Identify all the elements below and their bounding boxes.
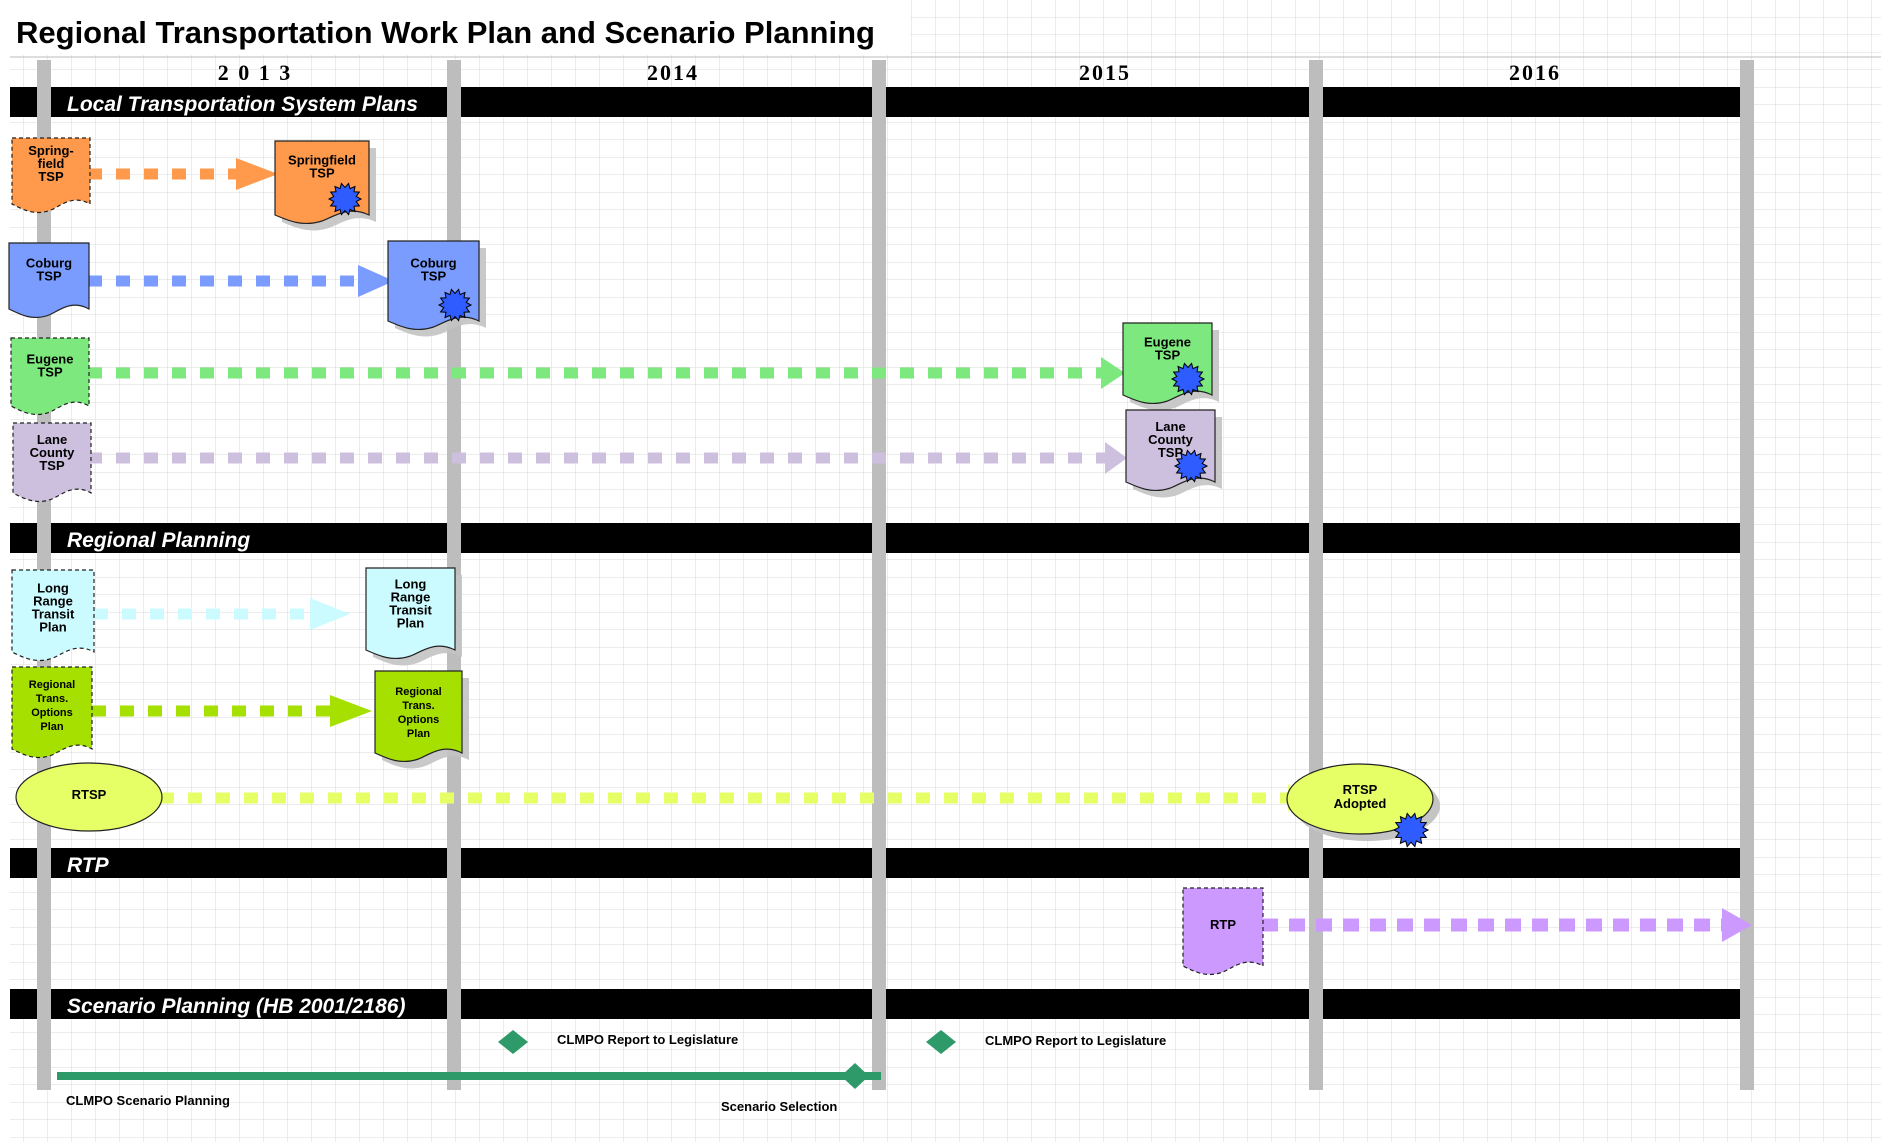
rto-start-label: Options	[31, 707, 73, 719]
milestone-report-1: CLMPO Report to Legislature	[498, 1030, 738, 1054]
lane-end-label: Lane	[1155, 419, 1185, 434]
lane-end-label: TSP	[1158, 445, 1184, 460]
scenario-selection-diamond-icon	[841, 1063, 869, 1089]
rtsp-start-ellipse: RTSP	[15, 762, 163, 832]
eugene-end-label: Eugene	[1144, 335, 1191, 350]
lane-start-label: TSP	[39, 458, 65, 473]
year-divider-2016-start	[1309, 60, 1323, 1090]
timeline-items: Spring-fieldTSPSpringfieldTSPCoburgTSPCo…	[8, 137, 1752, 976]
long-range-transit-plan-arrow	[94, 598, 350, 630]
section-title-local: Local Transportation System Plans	[67, 93, 418, 116]
rtp-arrow	[1262, 908, 1752, 942]
year-divider-2016-end	[1740, 60, 1754, 1090]
section-title-regional: Regional Planning	[67, 529, 250, 552]
ltp-end-label: Long	[395, 577, 427, 592]
scenario-planning-label: CLMPO Scenario Planning	[66, 1093, 230, 1108]
title-band	[10, 0, 910, 55]
springfield-tsp-arrow	[88, 158, 278, 190]
springfield-start-label: Spring-	[28, 143, 74, 158]
rtsp-end-approval-seal-icon	[1392, 812, 1430, 848]
year-label-2014: 2014	[647, 60, 699, 85]
rto-start-label: Plan	[40, 721, 64, 733]
rto-start-label: Regional	[29, 679, 75, 691]
rto-start-label: Trans.	[36, 693, 68, 705]
rtsp-end-label: Adopted	[1334, 796, 1387, 811]
rtsp-start-label: RTSP	[72, 787, 107, 802]
coburg-start-label: TSP	[36, 269, 62, 284]
lane-end-label: County	[1148, 432, 1194, 447]
rto-end-label: Plan	[407, 728, 431, 740]
coburg-end-label: Coburg	[410, 256, 456, 271]
ltp-start-label: Long	[37, 581, 69, 596]
ltp-start-label: Range	[33, 594, 73, 609]
springfield-start-label: TSP	[38, 169, 64, 184]
lane-start-label: Lane	[37, 432, 67, 447]
eugene-tsp-arrow	[88, 357, 1125, 389]
milestone-report-2-label: CLMPO Report to Legislature	[985, 1033, 1166, 1048]
milestone-report-2: CLMPO Report to Legislature	[926, 1030, 1166, 1054]
lane-county-tsp-arrow	[88, 442, 1127, 474]
ltp-start-label: Transit	[32, 607, 75, 622]
springfield-end-approval-seal-icon	[327, 182, 363, 216]
rtp-box: RTP	[1182, 887, 1264, 976]
ltp-end-label: Plan	[397, 616, 425, 631]
lane-start-label: County	[30, 445, 76, 460]
rto-end-label: Trans.	[402, 700, 434, 712]
eugene-start-label: TSP	[37, 365, 63, 380]
eugene-end-label: TSP	[1155, 348, 1181, 363]
ltp-end-label: Range	[391, 590, 431, 605]
coburg-end-label: TSP	[421, 269, 447, 284]
milestone-diamond-icon	[498, 1030, 528, 1054]
coburg-tsp-arrow	[88, 265, 394, 297]
year-label-2016: 2016	[1509, 60, 1561, 85]
milestone-diamond-icon	[926, 1030, 956, 1054]
springfield-start-label: field	[38, 156, 65, 171]
scenario-planning-bar: CLMPO Scenario Planning Scenario Selectio…	[57, 1063, 881, 1114]
scenario-selection-label: Scenario Selection	[721, 1099, 837, 1114]
year-label-2013: 2 0 1 3	[218, 60, 293, 85]
year-divider-2015-start	[872, 60, 886, 1090]
ltp-start-label: Plan	[39, 620, 67, 635]
eugene-start-label: Eugene	[27, 352, 74, 367]
coburg-end-approval-seal-icon	[437, 288, 473, 322]
rto-end-label: Options	[398, 714, 440, 726]
springfield-end-label: TSP	[309, 166, 335, 181]
rtsp-end-label: RTSP	[1343, 782, 1378, 797]
ltp-end-label: Transit	[389, 603, 432, 618]
section-title-rtp: RTP	[67, 854, 110, 877]
rto-end-label: Regional	[395, 686, 441, 698]
year-label-2015: 2015	[1079, 60, 1131, 85]
coburg-start-label: Coburg	[26, 256, 72, 271]
section-title-scenario: Scenario Planning (HB 2001/2186)	[67, 995, 405, 1018]
springfield-end-label: Springfield	[288, 153, 356, 168]
milestone-report-1-label: CLMPO Report to Legislature	[557, 1032, 738, 1047]
regional-trans-options-plan-arrow	[92, 695, 372, 727]
milestone-layer: CLMPO Report to Legislature CLMPO Report …	[57, 1030, 1166, 1114]
rtp-label: RTP	[1210, 917, 1236, 932]
lane-end-approval-seal-icon	[1173, 449, 1209, 483]
page-title: Regional Transportation Work Plan and Sc…	[16, 15, 875, 50]
eugene-end-approval-seal-icon	[1170, 362, 1206, 396]
